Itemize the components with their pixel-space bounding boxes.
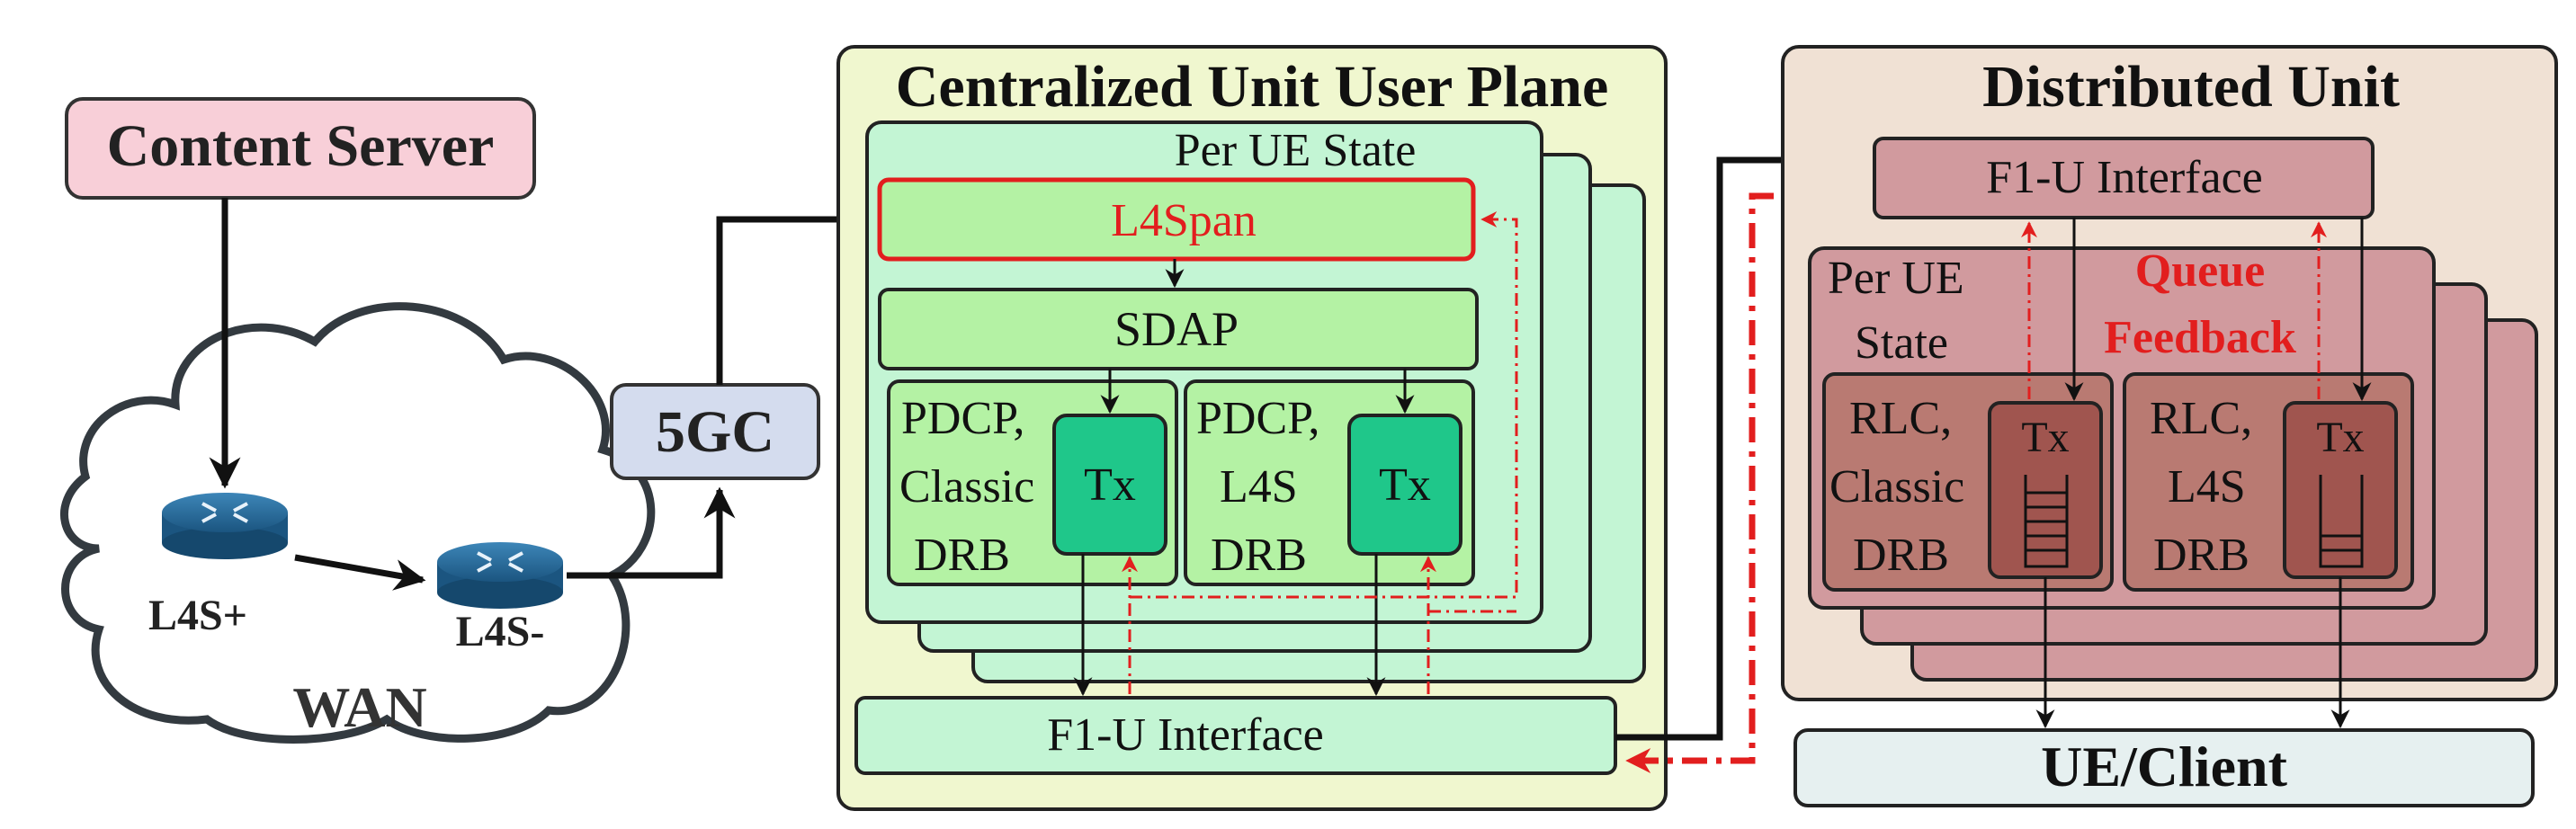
- rlc-l4s-line3: DRB: [2153, 530, 2250, 581]
- du-queue-classic-icon: [2024, 475, 2069, 568]
- content-server-box: [65, 97, 536, 200]
- pdcp-classic-line2: Classic: [899, 461, 1034, 513]
- ue-client-label: UE/Client: [2041, 735, 2287, 798]
- du-title: Distributed Unit: [1982, 54, 2400, 120]
- core-5gc-box: [610, 383, 820, 480]
- du-f1u-label: F1-U Interface: [1986, 152, 2263, 203]
- router-l4s-minus-icon: [437, 542, 563, 609]
- router-l4s-plus-icon: [162, 493, 288, 559]
- pdcp-l4s-line2: L4S: [1220, 461, 1298, 513]
- pdcp-classic-line3: DRB: [914, 530, 1010, 581]
- rlc-l4s-line1: RLC,: [2150, 393, 2252, 444]
- arrow-router1-to-router2: [294, 554, 426, 591]
- rlc-classic-line2: Classic: [1829, 461, 1964, 513]
- arrow-5gc-to-l4span: [716, 203, 872, 385]
- rlc-classic-line1: RLC,: [1849, 393, 1952, 444]
- du-queue-feedback-lines: [2021, 221, 2327, 399]
- l4span-box: [877, 177, 1476, 262]
- du-per-ue-state-line2: State: [1855, 317, 1948, 369]
- du-tx-l4s-label: Tx: [2316, 414, 2364, 461]
- core-5gc-label: 5GC: [656, 399, 774, 465]
- pdcp-l4s-line3: DRB: [1211, 530, 1307, 581]
- sdap-label: SDAP: [1114, 302, 1239, 356]
- cu-tx-classic-box: [1052, 414, 1167, 556]
- queue-feedback-line1: Queue: [2135, 245, 2265, 297]
- router-l4s-plus-label: L4S+: [148, 592, 247, 639]
- rlc-l4s-line2: L4S: [2168, 461, 2246, 513]
- queue-feedback-line2: Feedback: [2104, 312, 2296, 363]
- cu-per-ue-state-label: Per UE State: [1175, 125, 1417, 176]
- arrow-router2-to-5gc: [567, 486, 736, 579]
- content-server-label: Content Server: [107, 113, 495, 179]
- cu-red-feedback-lines: [1122, 211, 1518, 694]
- router-l4s-minus-label: L4S-: [456, 608, 545, 655]
- du-per-ue-state-line1: Per UE: [1828, 253, 1964, 304]
- wan-label: WAN: [292, 675, 426, 739]
- sdap-box: [878, 288, 1479, 370]
- rlc-classic-line3: DRB: [1853, 530, 1949, 581]
- cu-f1u-label: F1-U Interface: [1047, 709, 1324, 761]
- cu-title: Centralized Unit User Plane: [896, 54, 1608, 120]
- du-tx-classic-label: Tx: [2021, 414, 2069, 461]
- du-queue-l4s-icon: [2319, 475, 2364, 568]
- pdcp-l4s-line1: PDCP,: [1196, 393, 1319, 444]
- ue-client-box: [1793, 728, 2535, 807]
- cu-tx-l4s-box: [1347, 414, 1462, 556]
- du-f1u-box: [1873, 137, 2375, 219]
- l4span-label: L4Span: [1111, 195, 1257, 246]
- cu-tx-classic-label: Tx: [1084, 459, 1136, 511]
- wan-cloud: [59, 302, 656, 744]
- cu-tx-l4s-label: Tx: [1379, 459, 1431, 511]
- pdcp-classic-line1: PDCP,: [901, 393, 1024, 444]
